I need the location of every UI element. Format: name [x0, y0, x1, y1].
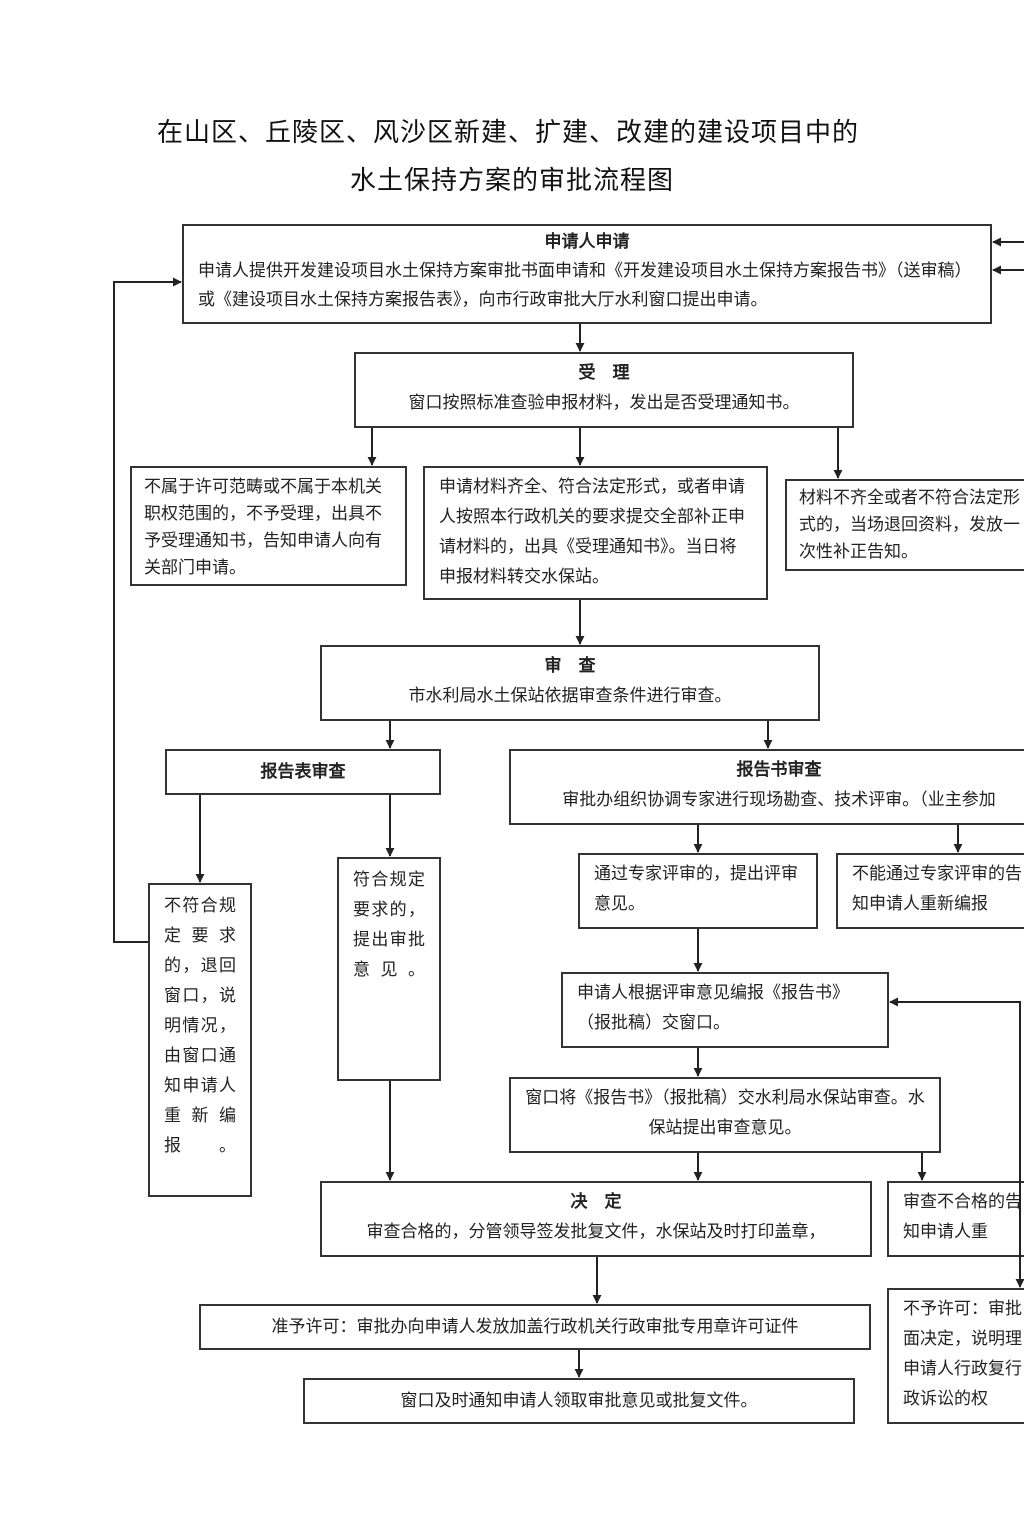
node-review-heading: 审 查: [544, 656, 596, 676]
node-transfer: 窗口将《报告书》（报批稿）交水利局水保站审查。水保站提出审查意见。: [509, 1077, 941, 1153]
node-review-text: 市水利局水土保站依据审查条件进行审查。: [408, 686, 732, 706]
chart-title-line2: 水土保持方案的审批流程图: [349, 166, 674, 196]
node-form-pass: 符合规定要求的，提出审批意见。: [337, 857, 441, 1081]
arrow-form-fail-loop: [113, 277, 182, 943]
node-transfer-text: 窗口将《报告书》（报批稿）交水利局水保站审查。水保站提出审查意见。: [525, 1088, 925, 1138]
node-review-fail-text: 审查不合格的告知申请人重: [903, 1192, 1022, 1242]
node-accepted-text: 申请材料齐全、符合法定形式，或者申请人按照本行政机关的要求提交全部补正申请材料的…: [439, 477, 745, 587]
node-decision-text: 审查合格的，分管领导签发批复文件，水保站及时打印盖章，: [366, 1222, 826, 1242]
node-notify-text: 窗口及时通知申请人领取审批意见或批复文件。: [400, 1391, 758, 1411]
node-incomplete-text: 材料不齐全或者不符合法定形式的，当场退回资料，发放一次性补正告知。: [799, 488, 1020, 562]
node-form-pass-text: 符合规定要求的，提出审批意见。: [353, 870, 425, 980]
node-report-review-text: 审批办组织协调专家进行现场勘查、技术评审。（业主参加: [562, 790, 996, 810]
node-decision: 决 定 审查合格的，分管领导签发批复文件，水保站及时打印盖章，: [320, 1181, 872, 1257]
node-notify: 窗口及时通知申请人领取审批意见或批复文件。: [303, 1378, 855, 1424]
node-report-review: 报告书审查 审批办组织协调专家进行现场勘查、技术评审。（业主参加: [509, 749, 1024, 825]
chart-title-line1: 在山区、丘陵区、风沙区新建、扩建、改建的建设项目中的: [156, 118, 859, 148]
node-decision-heading: 决 定: [570, 1192, 622, 1212]
node-permit-text: 准予许可：审批办向申请人发放加盖行政机关行政审批专用章许可证件: [271, 1317, 799, 1337]
node-expert-pass-text: 通过专家评审的，提出评审意见。: [594, 864, 798, 914]
node-accepted: 申请材料齐全、符合法定形式，或者申请人按照本行政机关的要求提交全部补正申请材料的…: [423, 466, 768, 600]
node-form-fail-text: 不符合规定要求的，退回窗口，说明情况，由窗口通知申请人重新编报。: [164, 896, 236, 1156]
node-apply-text: 申请人提供开发建设项目水土保持方案审批书面申请和《开发建设项目水土保持方案报告书…: [198, 261, 972, 310]
node-apply: 申请人申请 申请人提供开发建设项目水土保持方案审批书面申请和《开发建设项目水土保…: [182, 224, 992, 324]
node-review-fail: 审查不合格的告知申请人重: [887, 1181, 1024, 1257]
node-incomplete: 材料不齐全或者不符合法定形式的，当场退回资料，发放一次性补正告知。: [785, 479, 1024, 571]
node-form-review-heading: 报告表审查: [260, 762, 346, 782]
node-reject-scope-text: 不属于许可范畴或不属于本机关职权范围的，不予受理，出具不予受理通知书，告知申请人…: [144, 477, 382, 578]
node-form-review: 报告表审查: [165, 749, 441, 795]
node-deny-text: 不予许可：审批面决定，说明理申请人行政复行政诉讼的权: [903, 1299, 1022, 1409]
node-reject-scope: 不属于许可范畴或不属于本机关职权范围的，不予受理，出具不予受理通知书，告知申请人…: [130, 466, 407, 586]
node-review: 审 查 市水利局水土保站依据审查条件进行审查。: [320, 645, 820, 721]
node-permit: 准予许可：审批办向申请人发放加盖行政机关行政审批专用章许可证件: [199, 1304, 871, 1350]
node-apply-heading: 申请人申请: [544, 232, 630, 252]
node-expert-fail: 不能通过专家评审的告知申请人重新编报: [836, 853, 1024, 929]
node-accept: 受 理 窗口按照标准查验申报材料，发出是否受理通知书。: [354, 352, 854, 428]
node-accept-text: 窗口按照标准查验申报材料，发出是否受理通知书。: [408, 393, 800, 413]
node-report-review-heading: 报告书审查: [736, 760, 822, 780]
node-resubmit: 申请人根据评审意见编报《报告书》（报批稿）交窗口。: [561, 972, 889, 1048]
node-expert-pass: 通过专家评审的，提出评审意见。: [578, 853, 818, 929]
node-accept-heading: 受 理: [578, 363, 630, 383]
node-expert-fail-text: 不能通过专家评审的告知申请人重新编报: [852, 864, 1022, 914]
node-deny: 不予许可：审批面决定，说明理申请人行政复行政诉讼的权: [887, 1288, 1024, 1424]
node-resubmit-text: 申请人根据评审意见编报《报告书》（报批稿）交窗口。: [577, 983, 849, 1033]
node-form-fail: 不符合规定要求的，退回窗口，说明情况，由窗口通知申请人重新编报。: [148, 883, 252, 1197]
